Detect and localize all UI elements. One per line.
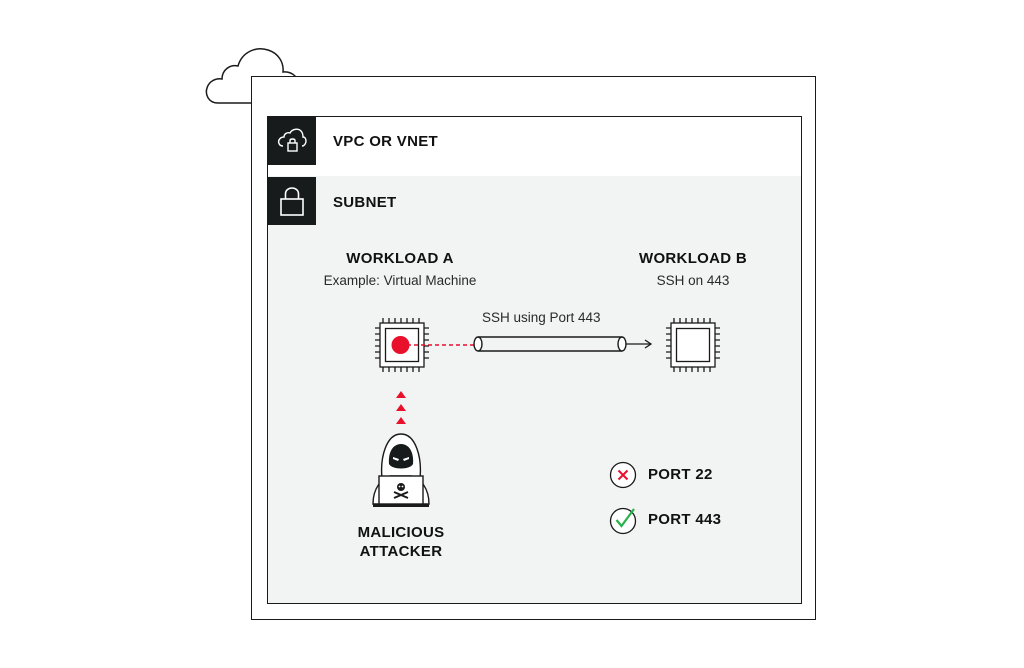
ssh-tunnel-pipe [473,336,653,352]
attacker-label-line2: ATTACKER [359,543,443,560]
connection-label: SSH using Port 443 [482,310,601,325]
vpc-icon-box [268,117,316,165]
hacker-icon [372,433,430,507]
vpc-band [268,117,801,176]
workload-a-title: WORKLOAD A [346,250,454,267]
port-22-label: PORT 22 [648,466,713,483]
subnet-label: SUBNET [333,194,397,211]
chip-b-icon [666,318,720,372]
port-443-label: PORT 443 [648,511,722,528]
compromise-dashed-line [400,344,476,346]
workload-b-title: WORKLOAD B [639,250,747,267]
lock-icon [280,187,304,216]
workload-a-subtitle: Example: Virtual Machine [323,273,477,288]
subnet-icon-box [268,177,316,225]
x-circle-icon [609,461,637,489]
cloud-lock-icon [277,128,307,152]
workload-b-subtitle: SSH on 443 [656,273,730,288]
vpc-label: VPC OR VNET [333,133,438,150]
attack-arrows-icon [396,391,406,424]
check-circle-icon [609,507,637,535]
attacker-label-line1: MALICIOUS [357,524,445,541]
